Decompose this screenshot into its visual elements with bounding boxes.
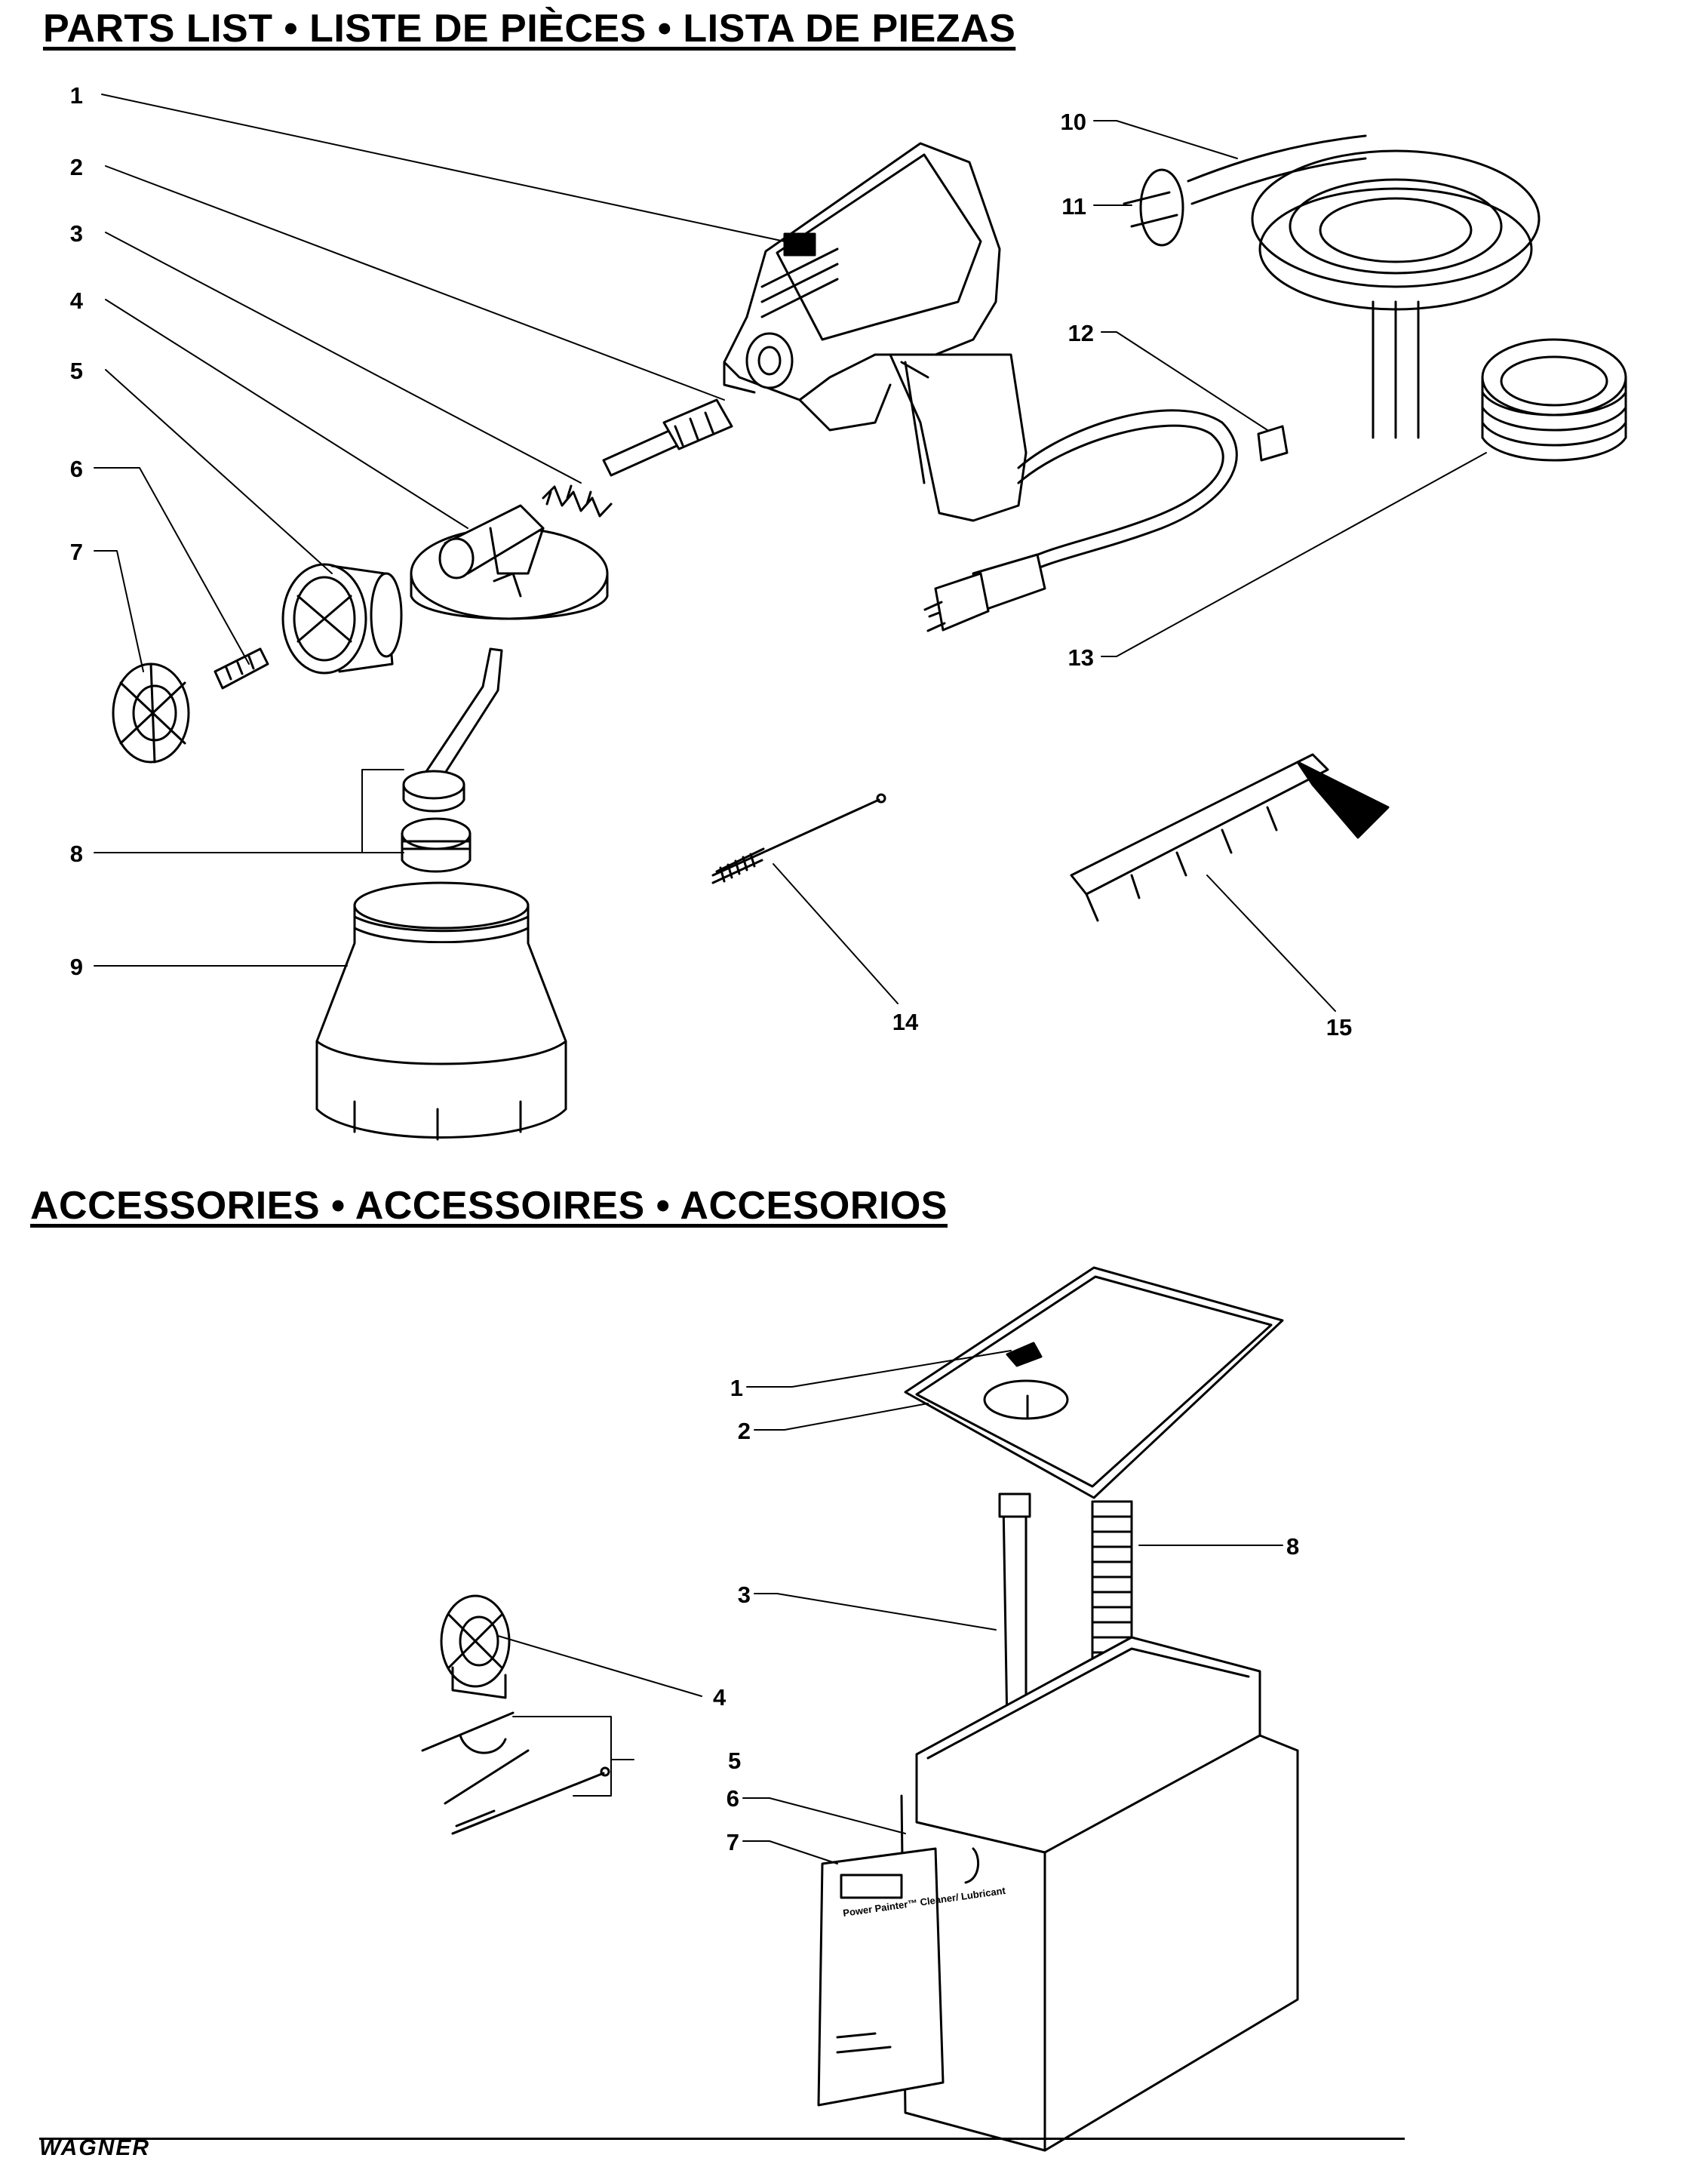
brand-logo: WAGNER [39, 2135, 150, 2160]
callout-14: 14 [892, 1009, 919, 1035]
accessory-callout-6: 6 [727, 1785, 739, 1812]
nozzle-ring-illustration [112, 662, 190, 764]
brush-set-illustration [421, 1711, 610, 1835]
suction-tube-illustration [401, 647, 503, 873]
accessory-callout-8: 8 [1286, 1533, 1299, 1560]
lid-illustration [904, 1266, 1284, 1499]
piston-illustration [602, 398, 733, 477]
footer-rule [39, 2138, 1405, 2140]
callout-11: 11 [1061, 193, 1086, 220]
cap-illustration [1257, 425, 1289, 462]
callout-12: 12 [1068, 320, 1094, 346]
callout-5: 5 [70, 358, 83, 384]
paint-container-illustration [315, 881, 567, 1141]
accessory-callout-1: 1 [730, 1375, 743, 1401]
spring-illustration [542, 484, 613, 518]
atomizer-valve-illustration [214, 647, 269, 690]
front-end-housing-illustration [410, 504, 609, 620]
gasket-illustration [1481, 338, 1627, 462]
callout-9: 9 [70, 954, 83, 980]
parts-list-heading: PARTS LIST • LISTE DE PIÈCES • LISTA DE … [43, 7, 1016, 51]
nozzle-illustration [281, 563, 403, 675]
hose-connector-illustration [1123, 168, 1184, 247]
callout-6: 6 [70, 456, 83, 482]
hose-coil-illustration [1187, 134, 1541, 439]
callout-10: 10 [1061, 109, 1086, 135]
ring-stand-illustration [440, 1594, 511, 1699]
cleaner-packet-illustration [817, 1847, 945, 2107]
callout-8: 8 [70, 841, 83, 867]
accessory-callout-4: 4 [713, 1684, 727, 1711]
callout-7: 7 [70, 539, 83, 565]
accessory-callout-5: 5 [728, 1748, 741, 1774]
accessory-callout-3: 3 [738, 1582, 751, 1608]
callout-1: 1 [70, 82, 83, 109]
accessories-heading: ACCESSORIES • ACCESSOIRES • ACCESORIOS [30, 1184, 948, 1228]
callout-2: 2 [70, 154, 83, 180]
accessory-callout-7: 7 [727, 1829, 739, 1855]
spray-gun-housing-illustration [723, 142, 1028, 522]
callout-3: 3 [70, 220, 83, 247]
power-cord-illustration [923, 409, 1238, 632]
trigger-mechanism-illustration [1070, 753, 1390, 922]
callout-15: 15 [1326, 1014, 1352, 1041]
accessory-callout-2: 2 [738, 1418, 751, 1444]
callout-4: 4 [70, 287, 84, 314]
cleaning-brush-illustration [711, 793, 886, 884]
callout-13: 13 [1068, 644, 1094, 671]
